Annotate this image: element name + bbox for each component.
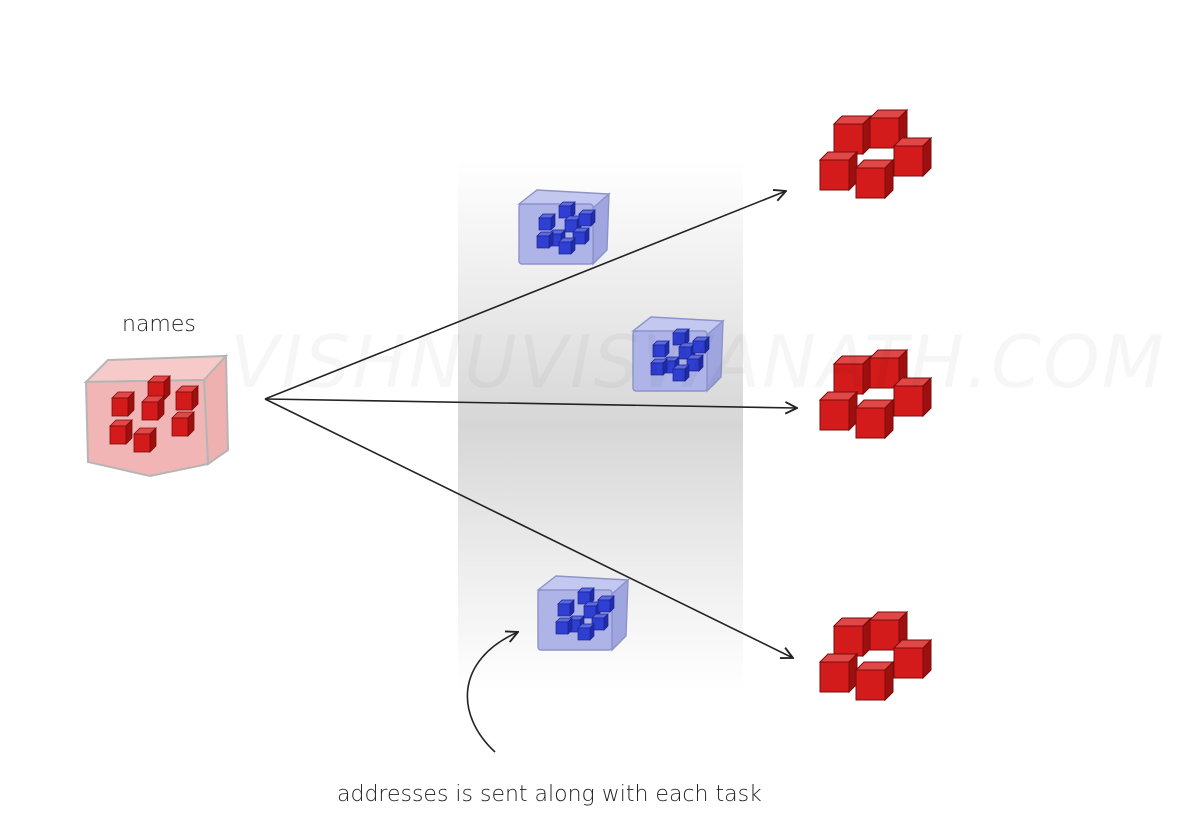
arrow-to-task-2 bbox=[264, 398, 797, 408]
names-container bbox=[83, 353, 230, 478]
arrow-to-task-1 bbox=[264, 191, 786, 400]
caption-text: addresses is sent along with each task bbox=[337, 782, 762, 807]
watermark: VISHNUVISWANATH.COM bbox=[230, 320, 1166, 404]
task-output-3 bbox=[820, 612, 931, 700]
names-label: names bbox=[122, 312, 196, 337]
addresses-copy-3 bbox=[538, 576, 628, 650]
fan-out-arrows bbox=[264, 191, 797, 753]
addresses-copy-1 bbox=[519, 190, 609, 264]
caption-pointer-arrow bbox=[466, 632, 518, 753]
task-output-1 bbox=[820, 110, 931, 198]
arrow-to-task-3 bbox=[264, 398, 793, 658]
